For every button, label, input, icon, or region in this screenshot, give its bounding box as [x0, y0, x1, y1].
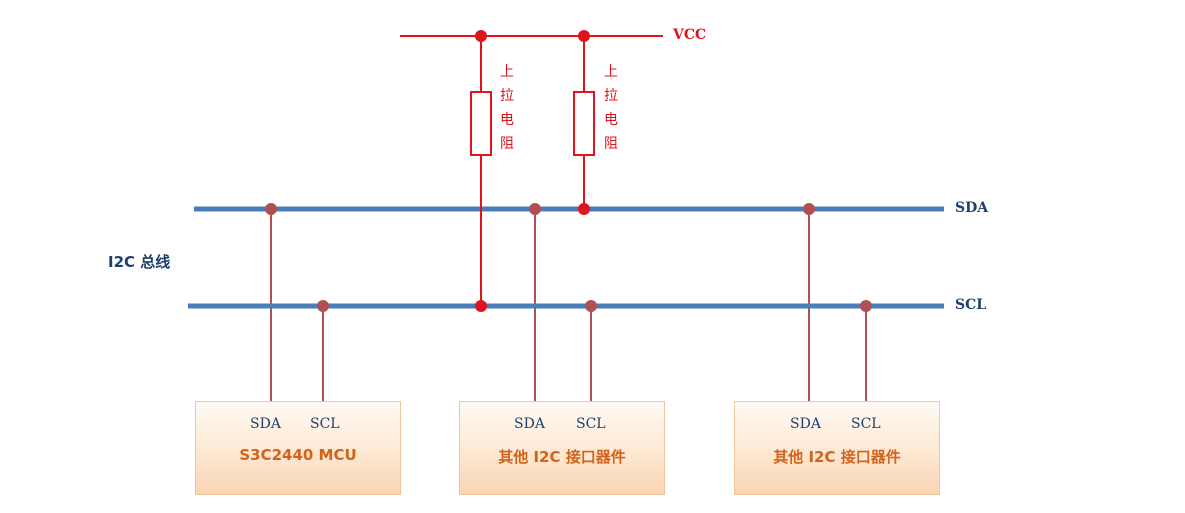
device-2-sda-pin-label: SDA: [790, 416, 821, 432]
vcc-label: VCC: [673, 27, 707, 43]
device-2-title: 其他 I2C 接口器件: [773, 448, 901, 466]
dev2-sda-junction: [803, 203, 815, 215]
pullup-resistor-2-label: 上拉电阻: [604, 64, 618, 152]
pullup-resistor-1: [470, 91, 492, 156]
scl-pullup-junction: [475, 300, 487, 312]
sda-pullup-junction: [578, 203, 590, 215]
pullup-resistor-2: [573, 91, 595, 156]
scl-bus-label: SCL: [955, 297, 987, 313]
device-1-sda-pin-label: SDA: [514, 416, 545, 432]
mcu-device-box: SDA SCL S3C2440 MCU: [195, 401, 401, 495]
mcu-sda-junction: [265, 203, 277, 215]
sda-bus-label: SDA: [955, 200, 989, 216]
dev2-scl-junction: [860, 300, 872, 312]
pullup-resistor-1-label: 上拉电阻: [500, 64, 514, 152]
i2c-bus-label: I2C 总线: [108, 253, 171, 271]
device-1-title: 其他 I2C 接口器件: [498, 448, 626, 466]
mcu-device-title: S3C2440 MCU: [239, 446, 357, 464]
vcc-junction-1: [475, 30, 487, 42]
mcu-sda-pin-label: SDA: [250, 416, 281, 432]
device-1-scl-pin-label: SCL: [576, 416, 606, 432]
dev1-scl-junction: [585, 300, 597, 312]
mcu-scl-junction: [317, 300, 329, 312]
dev1-sda-junction: [529, 203, 541, 215]
vcc-junction-2: [578, 30, 590, 42]
i2c-device-2-box: SDA SCL 其他 I2C 接口器件: [734, 401, 940, 495]
mcu-scl-pin-label: SCL: [310, 416, 340, 432]
i2c-device-1-box: SDA SCL 其他 I2C 接口器件: [459, 401, 665, 495]
device-2-scl-pin-label: SCL: [851, 416, 881, 432]
